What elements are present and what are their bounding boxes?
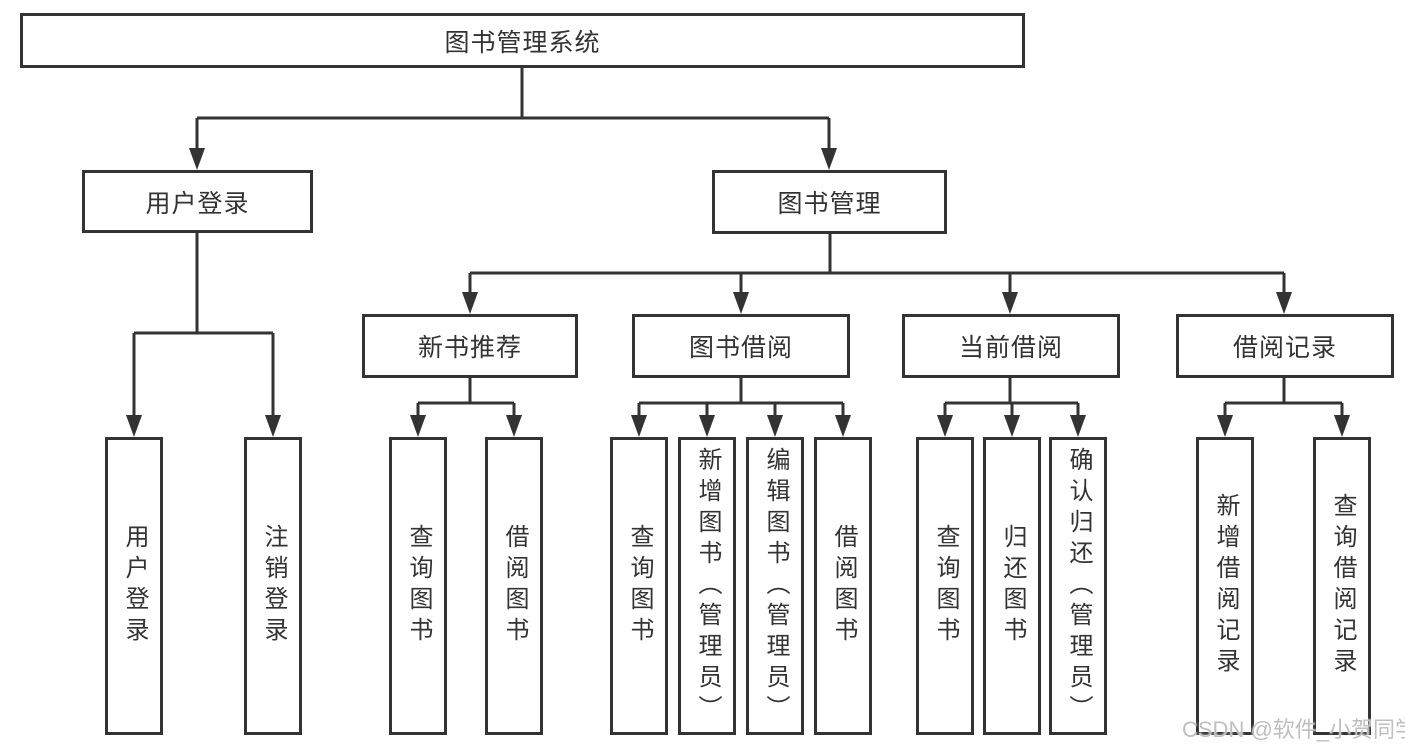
- node-borrow-records: 借阅记录: [1176, 314, 1394, 378]
- node-book-management: 图书管理: [712, 170, 947, 234]
- node-edit-book-admin: 编辑图书（管理员）: [746, 437, 804, 735]
- node-return-book: 归还图书: [983, 437, 1041, 735]
- node-root: 图书管理系统: [20, 13, 1025, 68]
- node-user-login-leaf: 用户登录: [105, 437, 163, 735]
- node-query-book-current: 查询图书: [916, 437, 974, 735]
- node-current-borrow: 当前借阅: [902, 314, 1120, 378]
- node-user-login: 用户登录: [82, 170, 313, 233]
- csdn-watermark: CSDN @软件_小贺同学: [1182, 717, 1405, 742]
- node-add-book-admin: 新增图书（管理员）: [678, 437, 736, 735]
- node-new-book-recommend: 新书推荐: [362, 314, 578, 378]
- node-add-borrow-record: 新增借阅记录: [1196, 437, 1254, 735]
- node-query-book-borrow: 查询图书: [610, 437, 668, 735]
- node-logout-leaf: 注销登录: [244, 437, 302, 735]
- node-query-book-recommend: 查询图书: [389, 437, 447, 735]
- node-book-borrow: 图书借阅: [632, 314, 850, 378]
- node-borrow-book-leaf: 借阅图书: [814, 437, 872, 735]
- node-confirm-return-admin: 确认归还（管理员）: [1049, 437, 1107, 735]
- node-borrow-book-recommend: 借阅图书: [485, 437, 543, 735]
- node-query-borrow-record: 查询借阅记录: [1313, 437, 1371, 735]
